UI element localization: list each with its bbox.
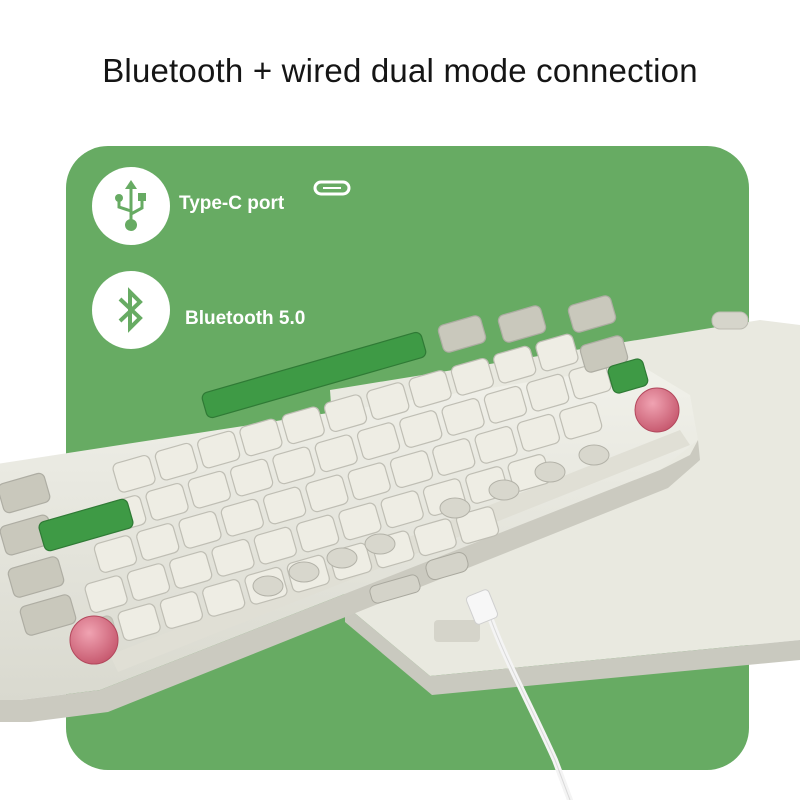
- type-c-socket: [425, 551, 469, 581]
- headline: Bluetooth + wired dual mode connection: [102, 52, 698, 89]
- volume-knob-right: [634, 387, 680, 433]
- type-c-port-icon: [313, 180, 351, 196]
- type-c-label: Type-C port: [179, 193, 285, 214]
- bluetooth-label: Bluetooth 5.0: [185, 308, 306, 329]
- bluetooth-icon: [118, 287, 143, 333]
- stand-button: [711, 311, 749, 330]
- usb-icon: [115, 180, 146, 231]
- keycaps: [75, 333, 612, 654]
- green-accent-keys: [38, 331, 649, 552]
- media-buttons: [252, 444, 610, 597]
- bluetooth-icon-badge: [92, 271, 170, 349]
- usb-cable: [465, 589, 573, 800]
- usb-icon-badge: [92, 167, 170, 245]
- volume-knob-left: [69, 615, 119, 665]
- mode-switch: [369, 574, 421, 604]
